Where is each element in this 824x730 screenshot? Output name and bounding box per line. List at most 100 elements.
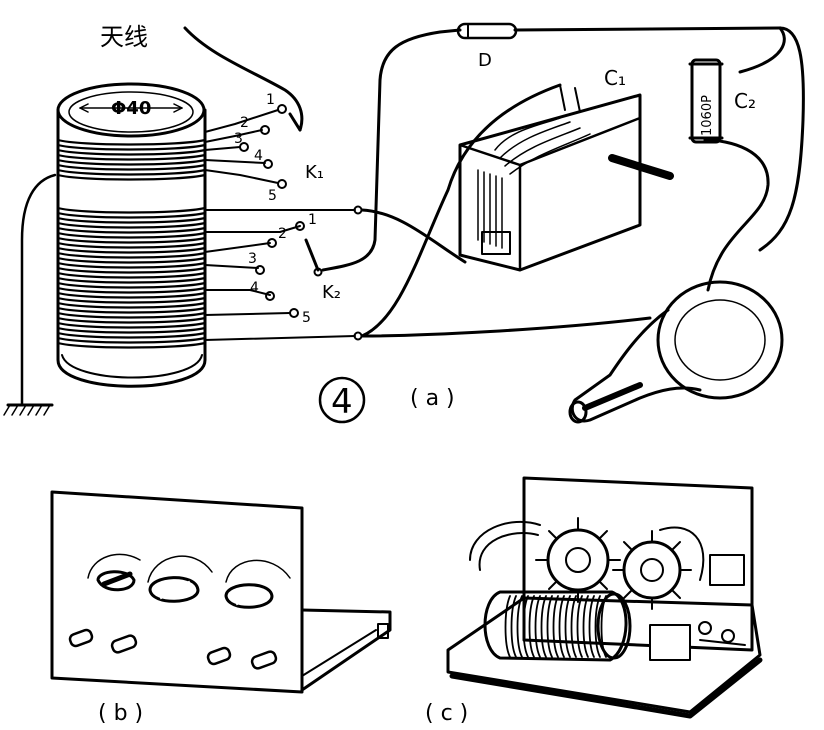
diode-d: D (456, 22, 518, 71)
ground-symbol (3, 173, 57, 416)
k2-switch: 1 2 3 4 5 K₂ (204, 205, 363, 341)
winding-turn (56, 153, 207, 161)
k2-tap-5: 5 (302, 310, 311, 326)
winding-turn (546, 595, 553, 658)
k2-tap-1: 1 (308, 212, 317, 228)
winding-turn (56, 226, 207, 234)
c2-label: C₂ (734, 89, 756, 113)
k2-tap-3: 3 (248, 251, 257, 267)
winding-turn (56, 256, 207, 264)
k2-tap-2: 2 (278, 226, 287, 242)
coil-internal (483, 590, 632, 662)
winding-turn (594, 595, 601, 658)
figure-number-badge: 4 (318, 376, 366, 424)
k1-tap-3: 3 (234, 131, 243, 147)
winding-turn (56, 241, 207, 249)
winding-turn (534, 595, 541, 658)
winding-turn (56, 296, 207, 304)
antenna-label: 天线 (100, 23, 148, 51)
winding-turn (600, 595, 607, 658)
panel-c: ( c ) (425, 476, 763, 726)
winding-turn (56, 271, 207, 279)
winding-turn (564, 595, 571, 658)
k1-arm (288, 112, 302, 132)
winding-turn (56, 231, 207, 239)
winding-turn (56, 306, 207, 314)
winding-turn (56, 168, 207, 176)
k1-tap-2: 2 (240, 115, 249, 131)
k1-switch: 1 2 3 4 5 K₁ (204, 92, 324, 204)
k2-tap-4: 4 (250, 280, 259, 296)
terminal-block (649, 621, 746, 661)
k1-tap-1: 1 (266, 92, 275, 108)
gear-dial-left (535, 517, 621, 603)
winding-turn (510, 595, 517, 658)
earphone (568, 280, 784, 424)
winding-turn (582, 595, 589, 658)
winding-turn (56, 336, 207, 344)
winding-turn (56, 311, 207, 319)
winding-turn (516, 595, 523, 658)
k2-arm (304, 238, 320, 272)
winding-turn (558, 595, 565, 658)
winding-turn (56, 286, 207, 294)
winding-turn (504, 595, 511, 658)
winding-turn (56, 321, 207, 329)
winding-turn (56, 236, 207, 244)
winding-turn (56, 301, 207, 309)
k1-tap-5: 5 (268, 188, 277, 204)
winding-turn (522, 595, 529, 658)
winding-turn (56, 261, 207, 269)
knob-right (224, 559, 291, 609)
fixed-capacitor-c2: 1060P C₂ (688, 58, 756, 144)
k2-label: K₂ (322, 282, 341, 303)
coil-windings (56, 138, 207, 349)
winding-turn (576, 595, 583, 658)
panel-a: 天线 Φ40 1 2 (3, 22, 805, 424)
c1-label: C₁ (604, 66, 626, 90)
variable-capacitor-c1: C₁ (458, 66, 674, 272)
diameter-label: Φ40 (111, 98, 151, 119)
k1-tap-4: 4 (254, 148, 263, 164)
winding-turn (56, 276, 207, 284)
winding-turn (540, 595, 547, 658)
winding-turn (56, 206, 207, 214)
winding-turn (552, 595, 559, 658)
winding-turn (56, 341, 207, 349)
winding-turn (56, 148, 207, 156)
gear-dial-right (612, 530, 692, 610)
knob-middle (147, 555, 213, 603)
winding-turn (56, 266, 207, 274)
caption-c: ( c ) (425, 701, 468, 726)
caption-a: ( a ) (410, 386, 455, 411)
c2-value: 1060P (700, 95, 715, 136)
knob-left (87, 553, 141, 592)
winding-turn (56, 331, 207, 339)
winding-turn (588, 595, 595, 658)
winding-turn (570, 595, 577, 658)
winding-turn (56, 163, 207, 171)
winding-turn (56, 251, 207, 259)
circuit-wires (321, 26, 805, 338)
winding-turn (56, 158, 207, 166)
winding-turn (528, 595, 535, 658)
winding-turn (56, 281, 207, 289)
winding-turn (56, 173, 207, 181)
winding-turn (56, 143, 207, 151)
winding-turn (56, 138, 207, 146)
caption-b: ( b ) (98, 701, 143, 726)
winding-turn (56, 246, 207, 254)
winding-turn (56, 216, 207, 224)
coil-former: Φ40 (56, 82, 207, 388)
antenna-wire (183, 26, 304, 132)
jack-row (68, 628, 278, 670)
winding-turn (56, 291, 207, 299)
winding-turn (56, 211, 207, 219)
winding-turn (56, 221, 207, 229)
panel-b: ( b ) (50, 490, 392, 726)
winding-turn (56, 316, 207, 324)
diode-label: D (478, 50, 492, 71)
figure-number: 4 (331, 382, 353, 422)
winding-turn (56, 326, 207, 334)
